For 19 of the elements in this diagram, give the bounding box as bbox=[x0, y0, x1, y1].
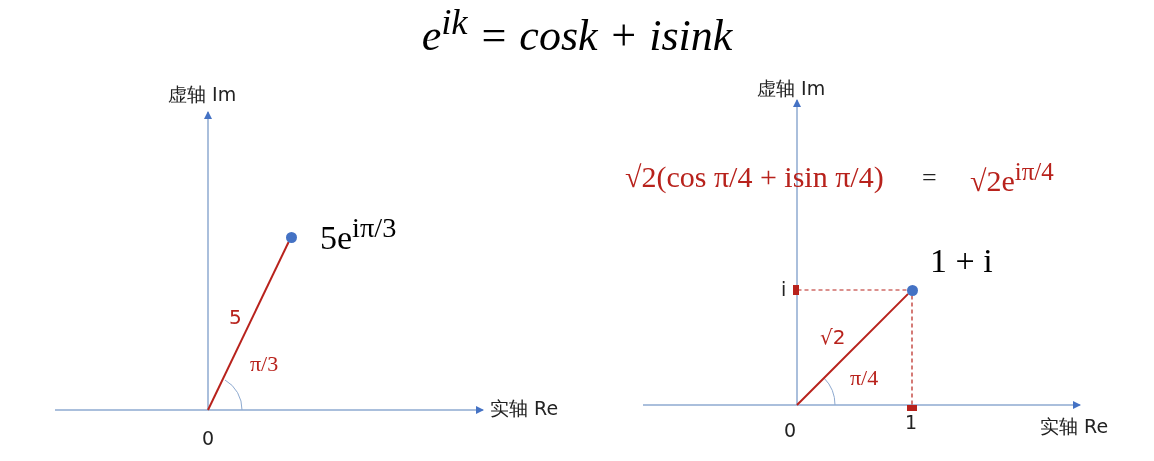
math-expression: = bbox=[922, 164, 937, 193]
dashed-guide-line bbox=[793, 285, 908, 295]
axis-label: 实轴 Re bbox=[1040, 416, 1109, 437]
angle-label: π/4 bbox=[850, 366, 879, 391]
origin-label: 0 bbox=[202, 428, 215, 449]
axis-label: 虚轴 Im bbox=[757, 78, 826, 99]
angle-label: π/3 bbox=[250, 352, 279, 377]
dashed-guide-line bbox=[907, 294, 917, 411]
math-expression: 5e$^{iπ/3}$ bbox=[320, 212, 397, 257]
tick-label: i bbox=[781, 279, 787, 300]
math-expression: √2e$^{iπ/4}$ bbox=[970, 158, 1054, 197]
tick-label: 1 bbox=[905, 412, 918, 433]
math-expression: √2(cos π/4 + isin π/4) bbox=[625, 160, 884, 193]
math-expression: 1 + i bbox=[930, 242, 993, 280]
axis-label: 实轴 Re bbox=[490, 398, 559, 419]
origin-label: 0 bbox=[784, 420, 797, 441]
edge-label: √2 bbox=[820, 326, 846, 348]
axis-label: 虚轴 Im bbox=[168, 84, 237, 105]
formula-title: e$^{ik}$ = cosk + isink bbox=[420, 2, 734, 61]
